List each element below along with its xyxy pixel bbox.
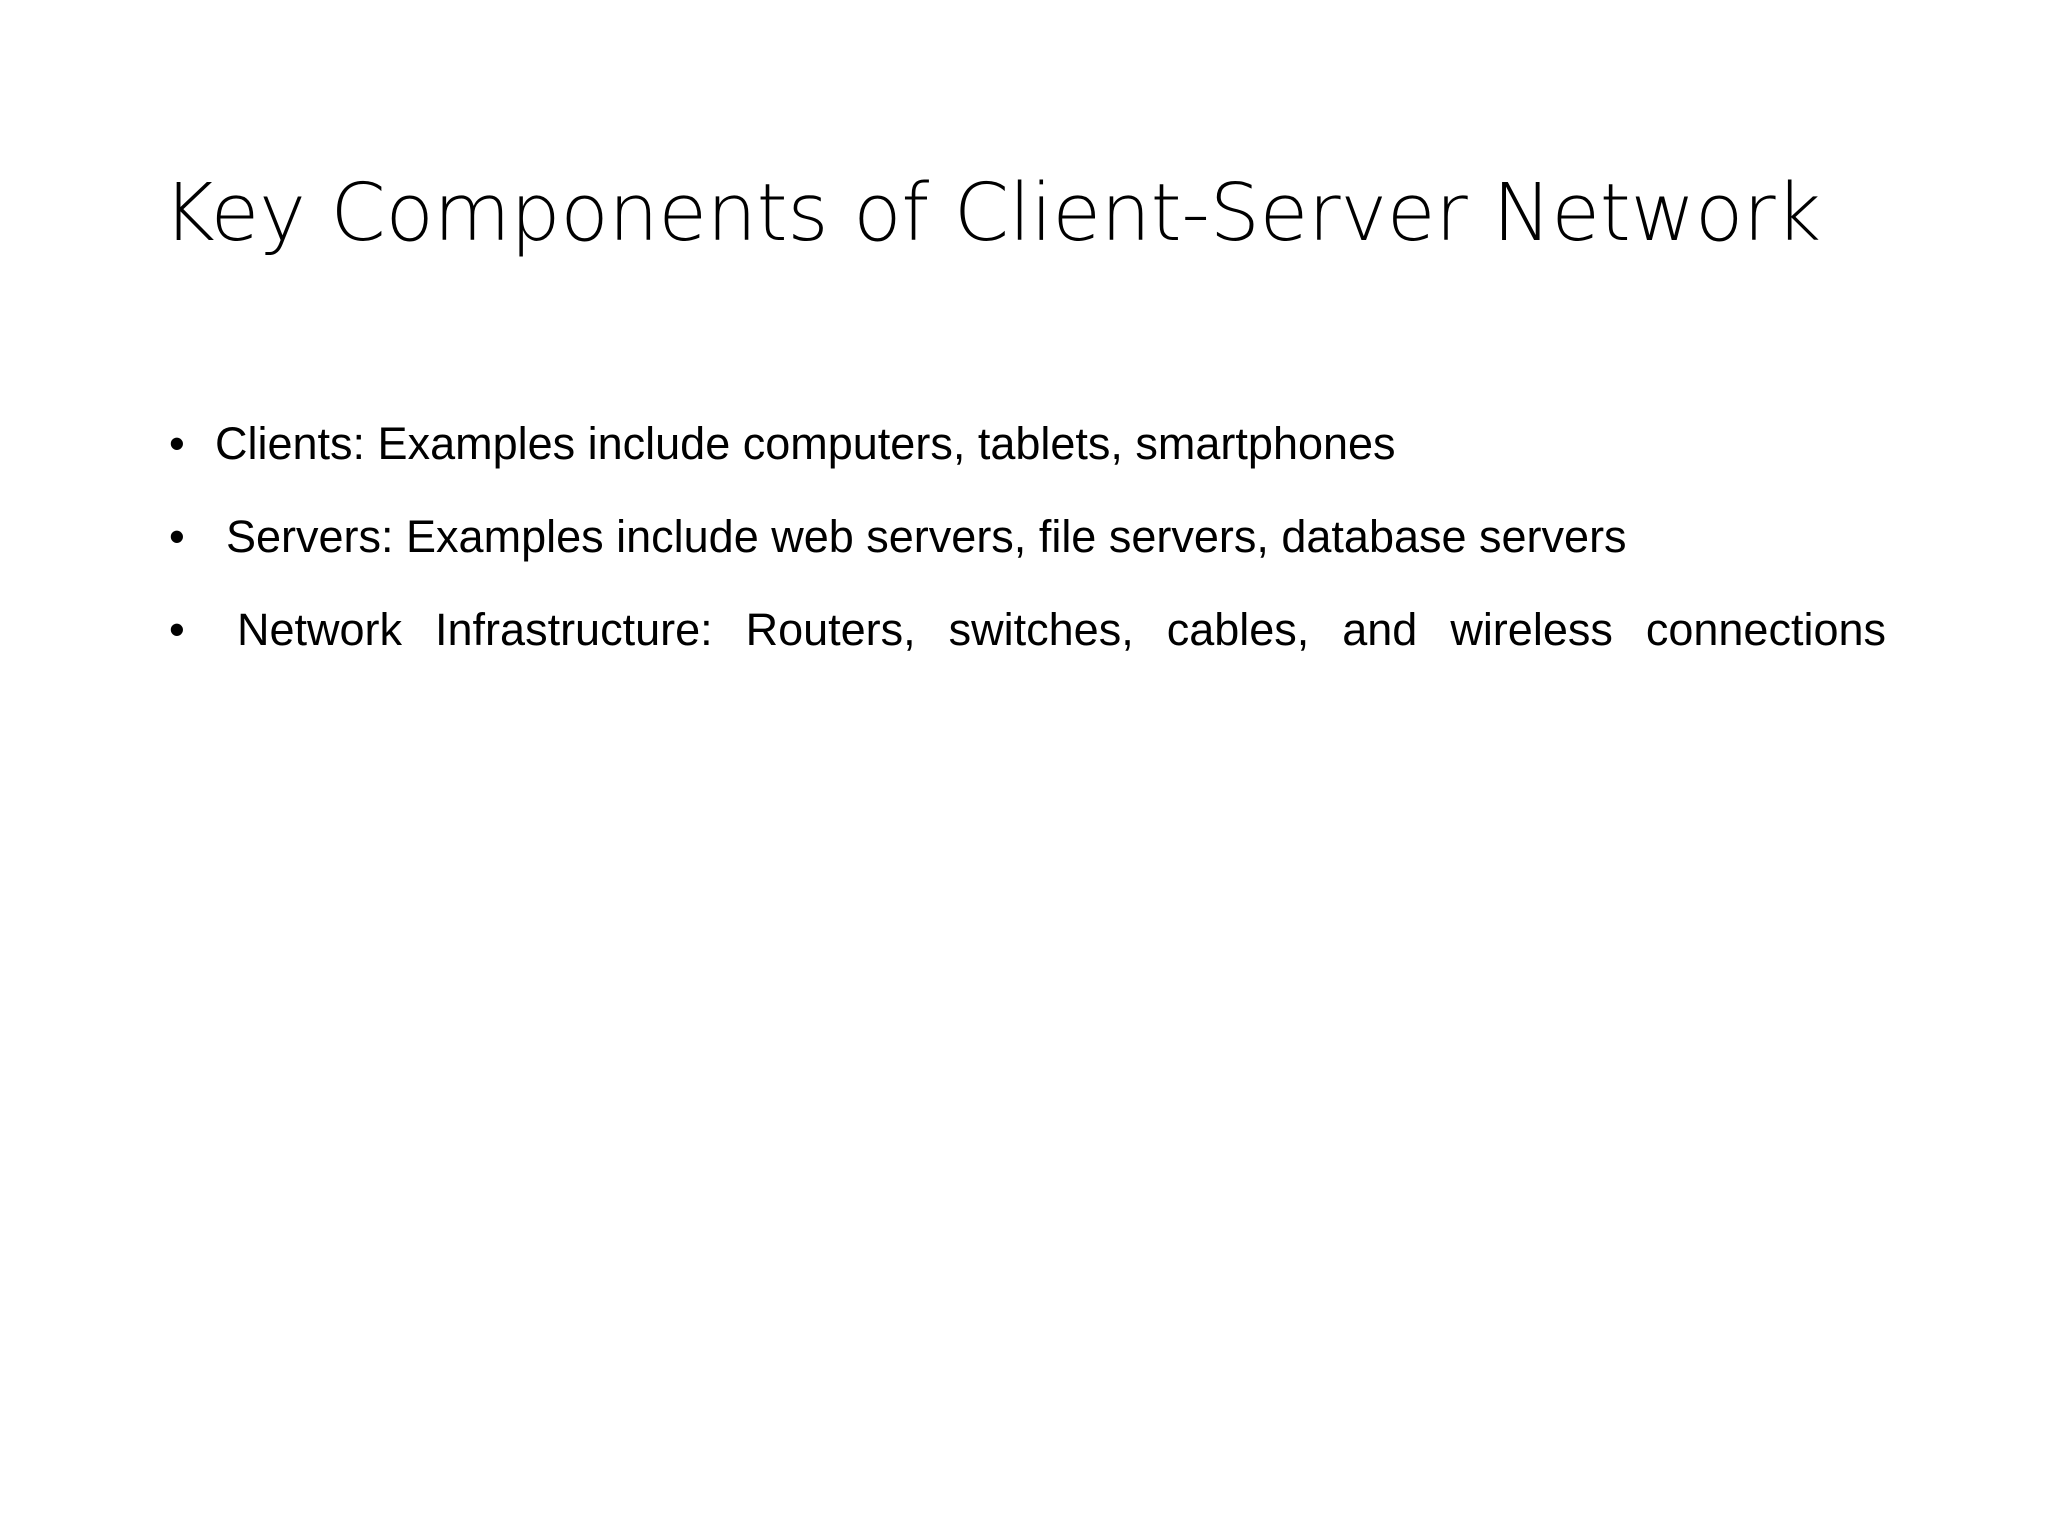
bullet-list: • Clients: Examples include computers, t…	[163, 404, 1886, 749]
list-item[interactable]: • Clients: Examples include computers, t…	[163, 404, 1886, 483]
bullet-point-icon: •	[169, 418, 185, 469]
list-item-text-wrapper: Network Infrastructure: Routers, switche…	[215, 590, 1886, 748]
list-item-label: Network Infrastructure: Routers, switche…	[237, 604, 1886, 656]
list-item-text-wrapper: Clients: Examples include computers, tab…	[215, 404, 1886, 483]
list-item-label: Clients: Examples include computers, tab…	[215, 418, 1396, 469]
page-title: Key Components of Client-Server Network	[163, 167, 1821, 259]
list-item[interactable]: • Network Infrastructure: Routers, switc…	[163, 590, 1886, 748]
slide-body-placeholder[interactable]: • Clients: Examples include computers, t…	[163, 404, 1886, 749]
list-item-text-wrapper: Servers: Examples include web servers, f…	[215, 497, 1886, 576]
bullet-point-icon: •	[169, 604, 185, 656]
bullet-point-icon: •	[169, 511, 185, 563]
slide-title-placeholder[interactable]: Key Components of Client-Server Network	[163, 167, 1903, 260]
list-item-label: Servers: Examples include web servers, f…	[226, 511, 1627, 563]
list-item[interactable]: • Servers: Examples include web servers,…	[163, 497, 1886, 576]
